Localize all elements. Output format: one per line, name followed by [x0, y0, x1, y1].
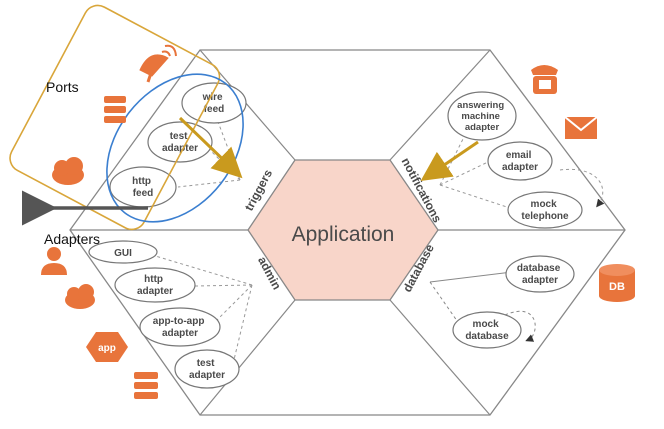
svg-text:http feed: http feed [132, 176, 154, 199]
svg-text:test adapter: test adapter [189, 358, 225, 381]
ports-arrow [178, 116, 243, 179]
adapter-answering-line2: machine [461, 111, 500, 122]
adapter-mock-database-line2: database [465, 331, 509, 342]
adapter-email-line2: adapter [502, 162, 538, 173]
application-hexagon [247, 159, 439, 301]
adapter-wire-feed-line2: feed [204, 104, 225, 115]
svg-text:email adapter: email adapter [502, 150, 538, 173]
server-stack-icon-bottom [134, 372, 158, 399]
telephone-icon [531, 65, 558, 94]
database-badge-label: DB [609, 281, 625, 293]
adapter-answering-machine: answering machine adapter [447, 91, 517, 141]
app-badge-label: app [98, 343, 116, 354]
adapter-http-admin: http adapter [114, 267, 196, 303]
adapter-mock-database: mock database [452, 311, 522, 349]
app-badge-icon: app [86, 332, 128, 362]
cloud-icon [52, 157, 84, 185]
adapter-test-bottom-line1: test [197, 358, 215, 369]
adapter-mock-telephone-line1: mock [531, 199, 558, 210]
adapter-http-admin-line1: http [144, 274, 163, 285]
svg-text:http adapter: http adapter [137, 274, 173, 297]
svg-text:mock telephone: mock telephone [521, 199, 569, 222]
adapter-app-to-app: app-to-app adapter [139, 307, 221, 347]
adapter-gui-label: GUI [114, 248, 132, 259]
adapter-database-line1: database [517, 263, 561, 274]
adapter-gui: GUI [88, 240, 158, 264]
adapter-email-line1: email [506, 150, 532, 161]
admin-connectors [141, 251, 253, 369]
adapter-mock-telephone: mock telephone [507, 191, 583, 229]
svg-text:test adapter: test adapter [162, 131, 198, 154]
svg-text:answering machine: answering machine adapter [457, 100, 507, 133]
database-connectors [429, 271, 536, 342]
svg-text:mock database: mock database [465, 319, 509, 342]
ports-highlight-box [9, 4, 221, 231]
svg-text:wire feed: wire feed [202, 92, 226, 115]
envelope-icon [564, 116, 598, 139]
application-label: Application [292, 223, 395, 246]
adapter-test-bottom-line2: adapter [189, 370, 225, 381]
adapter-database-line2: adapter [522, 275, 558, 286]
adapter-wire-feed-line1: wire [202, 92, 223, 103]
adapter-mock-database-line1: mock [473, 319, 500, 330]
adapter-http-feed: http feed [109, 166, 177, 208]
server-stack-icon [104, 96, 126, 123]
notifications-arrow [420, 140, 479, 182]
adapter-http-feed-line1: http [132, 176, 151, 187]
adapter-app-to-app-line2: adapter [162, 328, 198, 339]
adapter-app-to-app-line1: app-to-app [153, 316, 205, 327]
cloud-icon-lower [65, 284, 95, 309]
database-icon: DB [599, 264, 635, 302]
adapter-database: database adapter [505, 255, 575, 293]
ports-label: Ports [46, 79, 79, 95]
adapter-test-top-line2: adapter [162, 143, 198, 154]
person-icon [41, 247, 67, 275]
adapter-test-top-line1: test [170, 131, 188, 142]
notifications-connectors [439, 134, 605, 209]
svg-text:app-to-app adapter: app-to-app adapter [153, 316, 207, 339]
hexagon-spokes [70, 49, 625, 416]
adapters-label: Adapters [44, 231, 100, 247]
adapter-wire-feed: wire feed [181, 82, 247, 124]
adapter-mock-telephone-line2: telephone [521, 211, 569, 222]
adapter-email: email adapter [487, 141, 553, 181]
adapter-http-feed-line2: feed [133, 188, 154, 199]
adapter-answering-line1: answering [457, 100, 504, 111]
adapters-highlight-circle [106, 73, 244, 223]
adapter-test-bottom: test adapter [174, 349, 240, 389]
svg-text:database adapter: database adapter [517, 263, 563, 286]
adapter-http-admin-line2: adapter [137, 286, 173, 297]
satellite-dish-icon [139, 44, 177, 83]
adapter-answering-line3: adapter [465, 122, 500, 133]
